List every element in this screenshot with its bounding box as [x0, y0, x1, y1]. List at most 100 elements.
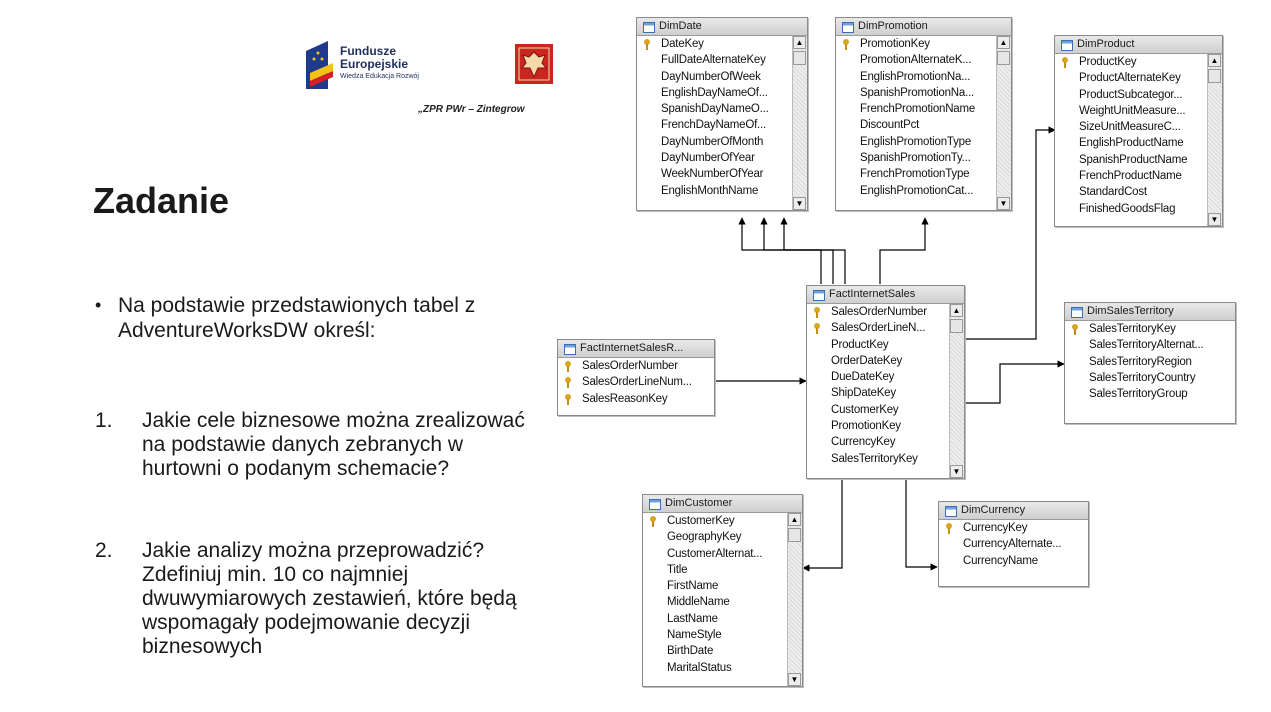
- column-row[interactable]: PromotionKey: [807, 418, 964, 434]
- column-row[interactable]: CustomerAlternat...: [643, 546, 802, 562]
- column-row[interactable]: GeographyKey: [643, 529, 802, 545]
- column-row[interactable]: EnglishPromotionNa...: [836, 69, 1011, 85]
- scrollbar[interactable]: ▲▼: [1207, 54, 1222, 226]
- column-row[interactable]: FrenchPromotionName: [836, 101, 1011, 117]
- column-row[interactable]: ProductSubcategor...: [1055, 87, 1222, 103]
- column-row[interactable]: SpanishPromotionNa...: [836, 85, 1011, 101]
- table-header[interactable]: DimPromotion: [836, 18, 1011, 36]
- column-row[interactable]: PromotionKey: [836, 36, 1011, 52]
- column-row[interactable]: SpanishDayNameO...: [637, 101, 807, 117]
- table-header[interactable]: DimDate: [637, 18, 807, 36]
- column-row[interactable]: FirstName: [643, 578, 802, 594]
- column-row[interactable]: SpanishProductName: [1055, 152, 1222, 168]
- column-row[interactable]: BirthDate: [643, 643, 802, 659]
- scroll-thumb[interactable]: [997, 51, 1010, 65]
- column-row[interactable]: SalesOrderLineN...: [807, 320, 964, 336]
- column-row[interactable]: SalesTerritoryKey: [807, 451, 964, 467]
- column-row[interactable]: SalesOrderNumber: [558, 358, 714, 374]
- column-row[interactable]: SalesTerritoryRegion: [1065, 354, 1235, 370]
- column-row[interactable]: StandardCost: [1055, 184, 1222, 200]
- scroll-up-icon[interactable]: ▲: [793, 36, 806, 49]
- column-row[interactable]: EnglishPromotionType: [836, 134, 1011, 150]
- column-row[interactable]: FrenchDayNameOf...: [637, 117, 807, 133]
- column-row[interactable]: SalesOrderNumber: [807, 304, 964, 320]
- column-row[interactable]: FrenchPromotionType: [836, 166, 1011, 182]
- scroll-up-icon[interactable]: ▲: [950, 304, 963, 317]
- column-row[interactable]: ProductKey: [807, 337, 964, 353]
- table-header[interactable]: DimCurrency: [939, 502, 1088, 520]
- column-row[interactable]: CustomerKey: [807, 402, 964, 418]
- column-row[interactable]: DayNumberOfWeek: [637, 69, 807, 85]
- scroll-thumb[interactable]: [788, 528, 801, 542]
- scroll-down-icon[interactable]: ▼: [788, 673, 801, 686]
- column-row[interactable]: PromotionAlternateK...: [836, 52, 1011, 68]
- scroll-thumb[interactable]: [1208, 69, 1221, 83]
- scrollbar[interactable]: ▲▼: [787, 513, 802, 686]
- column-row[interactable]: FinishedGoodsFlag: [1055, 201, 1222, 217]
- table-header[interactable]: DimCustomer: [643, 495, 802, 513]
- column-row[interactable]: SalesTerritoryKey: [1065, 321, 1235, 337]
- column-row[interactable]: WeightUnitMeasure...: [1055, 103, 1222, 119]
- table-header[interactable]: DimSalesTerritory: [1065, 303, 1235, 321]
- column-row[interactable]: SalesReasonKey: [558, 391, 714, 407]
- column-row[interactable]: SpanishPromotionTy...: [836, 150, 1011, 166]
- table-header[interactable]: FactInternetSalesR...: [558, 340, 714, 358]
- column-row[interactable]: SizeUnitMeasureC...: [1055, 119, 1222, 135]
- column-row[interactable]: ProductKey: [1055, 54, 1222, 70]
- scroll-up-icon[interactable]: ▲: [788, 513, 801, 526]
- column-row[interactable]: ShipDateKey: [807, 385, 964, 401]
- column-row[interactable]: EnglishDayNameOf...: [637, 85, 807, 101]
- column-row[interactable]: DayNumberOfYear: [637, 150, 807, 166]
- column-row[interactable]: EnglishMonthName: [637, 183, 807, 199]
- scrollbar[interactable]: ▲▼: [949, 304, 964, 478]
- scroll-thumb[interactable]: [793, 51, 806, 65]
- column-row[interactable]: NameStyle: [643, 627, 802, 643]
- scroll-up-icon[interactable]: ▲: [997, 36, 1010, 49]
- column-row[interactable]: DueDateKey: [807, 369, 964, 385]
- column-row[interactable]: EnglishPromotionCat...: [836, 183, 1011, 199]
- scroll-up-icon[interactable]: ▲: [1208, 54, 1221, 67]
- column-row[interactable]: LastName: [643, 611, 802, 627]
- column-row[interactable]: EnglishProductName: [1055, 135, 1222, 151]
- primary-key-icon: [650, 516, 656, 527]
- column-row[interactable]: CurrencyAlternate...: [939, 536, 1088, 552]
- column-row[interactable]: WeekNumberOfYear: [637, 166, 807, 182]
- scroll-down-icon[interactable]: ▼: [1208, 213, 1221, 226]
- column-row[interactable]: CurrencyKey: [939, 520, 1088, 536]
- scrollbar[interactable]: ▲▼: [792, 36, 807, 210]
- column-row[interactable]: MaritalStatus: [643, 660, 802, 676]
- column-row[interactable]: SalesOrderLineNum...: [558, 374, 714, 390]
- column-row[interactable]: FrenchProductName: [1055, 168, 1222, 184]
- table-header[interactable]: FactInternetSales: [807, 286, 964, 304]
- column-row[interactable]: DayNumberOfMonth: [637, 134, 807, 150]
- column-row[interactable]: OrderDateKey: [807, 353, 964, 369]
- scroll-thumb[interactable]: [950, 319, 963, 333]
- column-name: SizeUnitMeasureC...: [1079, 121, 1181, 134]
- column-row[interactable]: FullDateAlternateKey: [637, 52, 807, 68]
- column-row[interactable]: CustomerKey: [643, 513, 802, 529]
- column-row[interactable]: MiddleName: [643, 594, 802, 610]
- column-row[interactable]: CurrencyKey: [807, 434, 964, 450]
- scrollbar[interactable]: ▲▼: [996, 36, 1011, 210]
- scroll-down-icon[interactable]: ▼: [997, 197, 1010, 210]
- table-header[interactable]: DimProduct: [1055, 36, 1222, 54]
- column-row[interactable]: DateKey: [637, 36, 807, 52]
- column-row[interactable]: ProductAlternateKey: [1055, 70, 1222, 86]
- column-row[interactable]: CurrencyName: [939, 553, 1088, 569]
- column-row[interactable]: SalesTerritoryGroup: [1065, 386, 1235, 402]
- column-row[interactable]: DiscountPct: [836, 117, 1011, 133]
- scroll-down-icon[interactable]: ▼: [793, 197, 806, 210]
- column-row[interactable]: SalesTerritoryAlternat...: [1065, 337, 1235, 353]
- column-row[interactable]: Title: [643, 562, 802, 578]
- column-row[interactable]: SalesTerritoryCountry: [1065, 370, 1235, 386]
- scroll-down-icon[interactable]: ▼: [950, 465, 963, 478]
